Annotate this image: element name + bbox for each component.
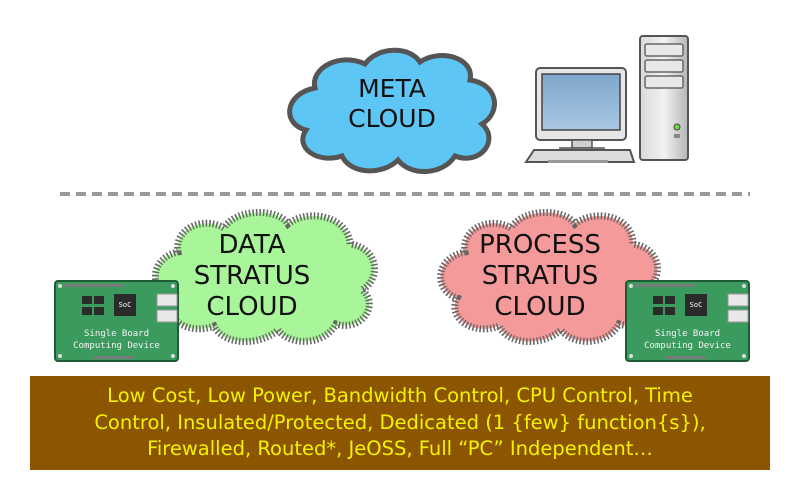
meta-cloud-line-2: CLOUD (348, 103, 436, 133)
banner-line-2: Control, Insulated/Protected, Dedicated … (94, 410, 706, 434)
soc-chip-label-left: SoC (118, 301, 132, 309)
single-board-computer-icon (625, 280, 750, 362)
data-cloud-line-1: DATA (218, 230, 286, 260)
board-label-right-line-2: Computing Device (644, 341, 731, 351)
board-label-right: Single Board Computing Device (625, 328, 750, 352)
soc-chip-label-right: SoC (689, 301, 703, 309)
data-stratus-cloud-label: DATA STRATUS CLOUD (172, 230, 332, 324)
data-stratus-cloud (152, 209, 378, 345)
meta-cloud-line-1: META (358, 74, 426, 103)
board-label-right-line-1: Single Board (654, 329, 721, 339)
process-stratus-cloud-label: PROCESS STRATUS CLOUD (455, 230, 625, 324)
data-cloud-line-2: STRATUS (193, 261, 311, 292)
process-cloud-line-3: CLOUD (494, 292, 586, 323)
board-label-left-line-1: Single Board (83, 329, 150, 339)
dashed-divider (60, 192, 750, 196)
board-label-left-line-2: Computing Device (73, 341, 160, 351)
single-board-computer-icon (54, 280, 179, 362)
banner-line-3: Firewalled, Routed*, JeOSS, Full “PC” In… (147, 437, 653, 460)
data-cloud-line-3: CLOUD (206, 292, 298, 323)
desktop-computer-icon (524, 35, 689, 163)
single-board-computer-left: SoC Single Board Computing Device (54, 280, 179, 362)
meta-cloud-label: META CLOUD (322, 74, 462, 133)
board-label-left: Single Board Computing Device (54, 328, 179, 352)
banner-line-1: Low Cost, Low Power, Bandwidth Control, … (107, 384, 693, 407)
process-cloud-line-1: PROCESS (479, 230, 601, 260)
features-banner: Low Cost, Low Power, Bandwidth Control, … (30, 376, 770, 470)
features-banner-text: Low Cost, Low Power, Bandwidth Control, … (38, 383, 762, 463)
single-board-computer-right: SoC Single Board Computing Device (625, 280, 750, 362)
process-stratus-cloud (437, 209, 661, 345)
meta-cloud (287, 47, 497, 174)
process-cloud-line-2: STRATUS (481, 261, 599, 292)
